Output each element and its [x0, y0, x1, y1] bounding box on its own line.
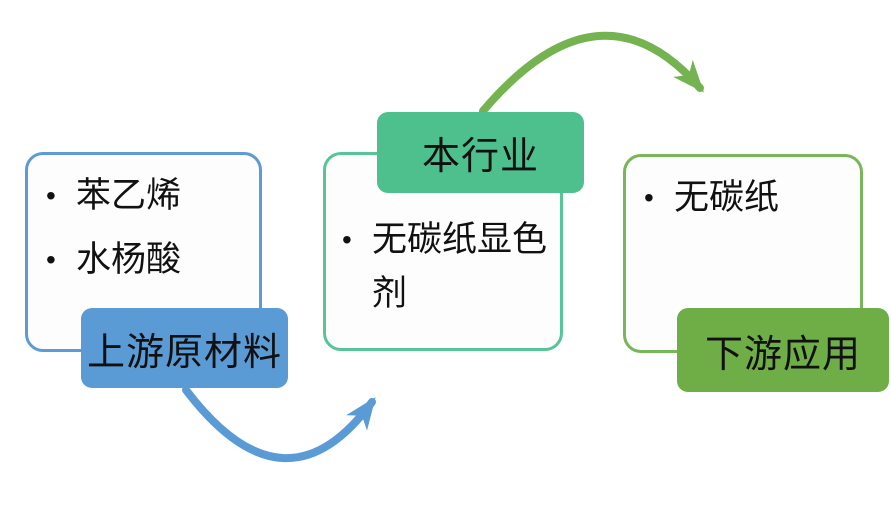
downstream-item-text: 无碳纸: [674, 178, 780, 217]
upstream-label: 上游原材料: [81, 308, 288, 388]
bullet-icon: •: [46, 244, 56, 275]
bullet-icon: •: [46, 180, 56, 211]
upstream-item-list: • 苯乙烯 • 水杨酸: [28, 155, 259, 287]
bullet-icon: •: [644, 182, 654, 213]
upstream-to-industry-arrow-icon: [182, 386, 376, 463]
bullet-icon: •: [342, 224, 352, 255]
industry-box: • 无碳纸显色剂: [323, 152, 563, 351]
list-item: • 无碳纸: [640, 171, 850, 225]
list-item: • 苯乙烯: [42, 169, 249, 223]
downstream-item-list: • 无碳纸: [626, 157, 860, 225]
downstream-label: 下游应用: [677, 308, 889, 392]
upstream-item-text: 苯乙烯: [76, 176, 182, 215]
list-item: • 无碳纸显色剂: [338, 213, 554, 321]
industry-label: 本行业: [377, 112, 584, 193]
industry-item-text: 无碳纸显色剂: [372, 220, 548, 313]
upstream-item-text: 水杨酸: [76, 240, 182, 279]
list-item: • 水杨酸: [42, 233, 249, 287]
upstream-box: • 苯乙烯 • 水杨酸: [25, 152, 262, 352]
industry-item-list: • 无碳纸显色剂: [326, 155, 560, 321]
industry-to-downstream-arrow-icon: [479, 31, 704, 115]
